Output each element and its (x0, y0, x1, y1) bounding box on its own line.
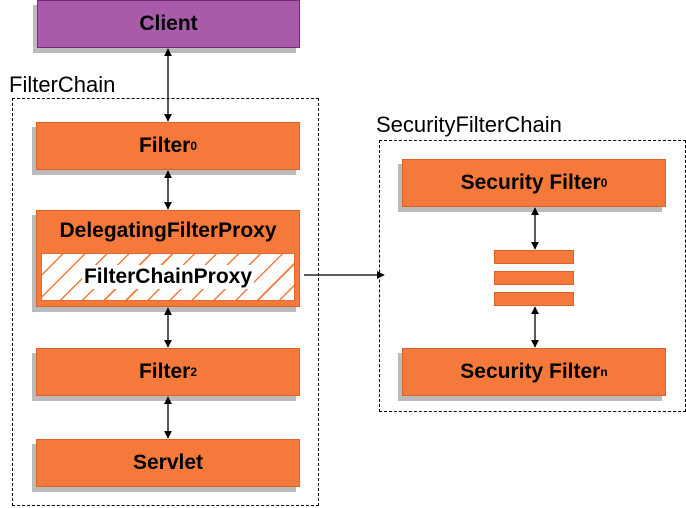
security-filter-n-label: Security Filter (460, 360, 601, 383)
servlet-box: Servlet (36, 439, 300, 487)
security-filter-chain-label: SecurityFilterChain (376, 112, 562, 137)
filter-chain-label: FilterChain (9, 72, 116, 97)
ellipsis-bar-2 (494, 271, 574, 285)
filter-chain-proxy-box: FilterChainProxy (41, 253, 295, 301)
delegating-filter-proxy-label: DelegatingFilterProxy (59, 219, 277, 242)
client-label: Client (139, 12, 198, 35)
servlet-label: Servlet (132, 451, 204, 474)
filter-2-label: Filter (138, 360, 191, 383)
ellipsis-bar-3 (494, 292, 574, 306)
filter-0-label: Filter (138, 134, 191, 157)
delegating-filter-proxy-box: DelegatingFilterProxy FilterChainProxy (36, 210, 300, 307)
ellipsis-bar-1 (494, 250, 574, 264)
filter-chain-proxy-label: FilterChainProxy (81, 265, 255, 289)
security-filter-0-label: Security Filter (460, 171, 601, 194)
client-box: Client (37, 0, 300, 48)
